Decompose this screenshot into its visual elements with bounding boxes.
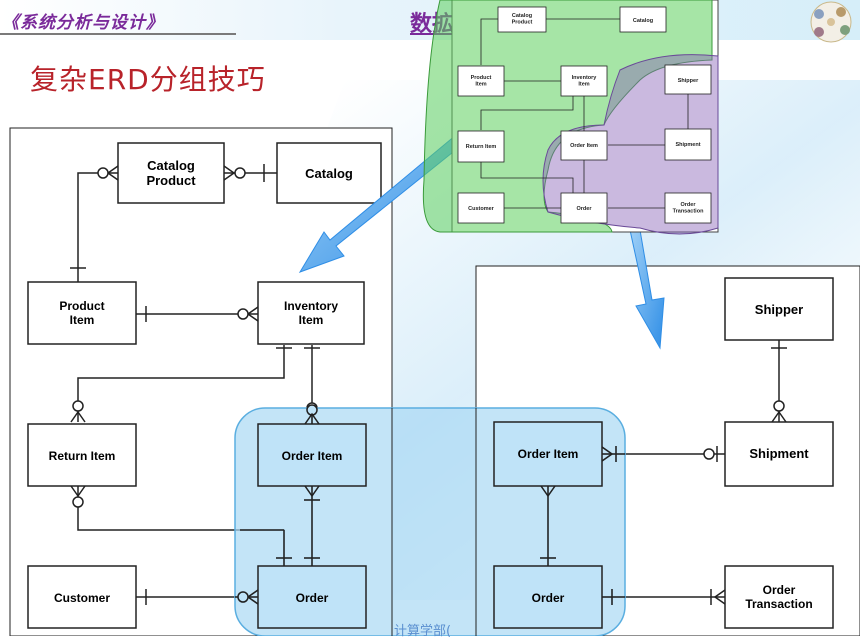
entity-order-item-left[interactable]: Order Item	[257, 423, 367, 487]
entity-label: Order Item	[570, 143, 598, 149]
overview-entity-order[interactable]: Order	[560, 192, 608, 224]
entity-label: Order	[296, 591, 329, 605]
overview-lines	[480, 18, 689, 209]
overview-green-group	[422, 0, 713, 233]
entity-label: Catalog	[305, 166, 353, 181]
entity-order-item-right[interactable]: Order Item	[493, 421, 603, 487]
entity-label: Shipment	[675, 142, 700, 148]
entity-label: Customer	[54, 591, 110, 605]
university-logo	[810, 1, 852, 43]
entity-label: Shipper	[678, 78, 699, 84]
entity-label: Customer	[468, 206, 495, 212]
entity-label: Order Item	[518, 447, 579, 461]
shared-region: Order Item Order Order Item Order	[234, 404, 626, 636]
entity-shipper[interactable]: Shipper	[724, 277, 834, 341]
entity-order-right[interactable]: Order	[493, 565, 603, 629]
series-title: 《系统分析与设计》	[2, 13, 164, 33]
entity-label: Order	[577, 206, 593, 212]
slide-title: 复杂ERD分组技巧	[30, 63, 266, 96]
entity-shipment[interactable]: Shipment	[724, 421, 834, 487]
entity-label: Shipper	[755, 302, 803, 317]
shared-region-marks	[235, 404, 625, 605]
overview-entity-shipment[interactable]: Shipment	[664, 128, 712, 161]
entity-customer[interactable]: Customer	[27, 565, 137, 629]
entity-label: Catalog	[633, 18, 653, 24]
entity-order-left[interactable]: Order	[257, 565, 367, 629]
entity-label: Order Item	[282, 449, 343, 463]
overview-entity-order-item[interactable]: Order Item	[560, 130, 608, 161]
overview-entity-catalog[interactable]: Catalog	[619, 6, 667, 33]
overview-entity-return-item[interactable]: Return Item	[457, 130, 505, 163]
footer-text: 计算学部(	[394, 624, 452, 639]
overview-entity-shipper[interactable]: Shipper	[664, 64, 712, 95]
entity-label: Order	[532, 591, 565, 605]
header-rule	[0, 33, 236, 35]
entity-catalog[interactable]: Catalog	[276, 142, 382, 204]
entity-return-item[interactable]: Return Item	[27, 423, 137, 487]
entity-label: Shipment	[749, 446, 809, 461]
arrow-to-right-diagram	[629, 229, 665, 350]
entity-label: Return Item	[49, 449, 116, 463]
entity-label: Return Item	[466, 144, 497, 150]
overview-entity-customer[interactable]: Customer	[457, 192, 505, 224]
